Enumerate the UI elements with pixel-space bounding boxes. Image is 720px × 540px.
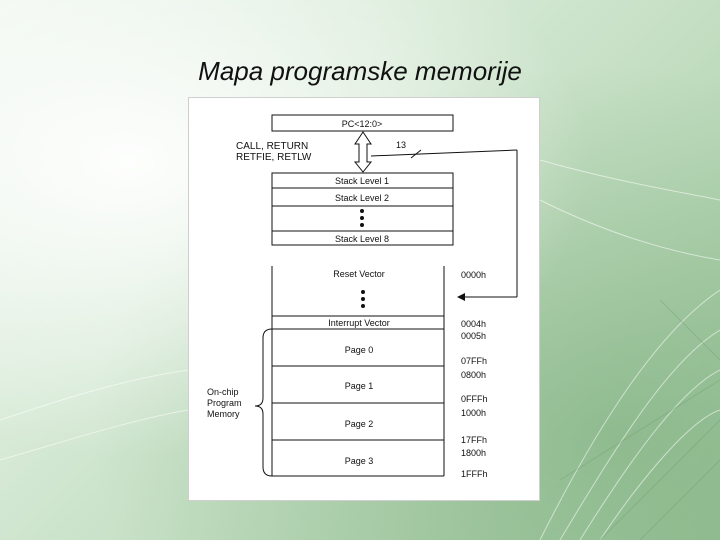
address-label: 1000h (461, 408, 486, 418)
reset-vector-label: Reset Vector (333, 269, 385, 279)
stack-level-1: Stack Level 1 (335, 176, 389, 186)
program-memory-diagram: PC<12:0> CALL, RETURN RETFIE, RETLW 13 S… (188, 97, 540, 501)
pc-register: PC<12:0> (271, 114, 454, 132)
program-memory-block (271, 266, 445, 477)
on-chip-label-line3: Memory (207, 409, 240, 419)
bus-width-label: 13 (396, 140, 406, 150)
stack-double-arrow (353, 131, 373, 173)
call-return-label: CALL, RETURN (236, 141, 308, 152)
retfie-retlw-label: RETFIE, RETLW (236, 152, 312, 163)
stack-level-8: Stack Level 8 (335, 234, 389, 244)
memory-ellipsis-dots (361, 290, 365, 308)
on-chip-label-line1: On-chip (207, 387, 239, 397)
page-1-label: Page 1 (345, 381, 374, 391)
pc-bus-line (370, 149, 518, 301)
on-chip-label-line2: Program (207, 398, 242, 408)
address-label: 0005h (461, 331, 486, 341)
address-label: 0000h (461, 270, 486, 280)
address-label: 0004h (461, 319, 486, 329)
page-2-label: Page 2 (345, 419, 374, 429)
stack-ellipsis-dots (360, 209, 364, 227)
stack-level-2: Stack Level 2 (335, 193, 389, 203)
address-label: 1800h (461, 448, 486, 458)
stack-block (271, 172, 454, 246)
on-chip-brace (254, 328, 273, 477)
address-label: 07FFh (461, 356, 487, 366)
address-label: 1FFFh (461, 469, 488, 479)
address-label: 17FFh (461, 435, 487, 445)
address-label: 0FFFh (461, 394, 488, 404)
address-labels: 0000h 0004h 0005h 07FFh 0800h 0FFFh 1000… (461, 270, 488, 479)
interrupt-vector-label: Interrupt Vector (328, 318, 390, 328)
slide-title: Mapa programske memorije (198, 56, 522, 86)
page-0-label: Page 0 (345, 345, 374, 355)
pc-label: PC<12:0> (342, 119, 383, 129)
page-3-label: Page 3 (345, 456, 374, 466)
address-label: 0800h (461, 370, 486, 380)
